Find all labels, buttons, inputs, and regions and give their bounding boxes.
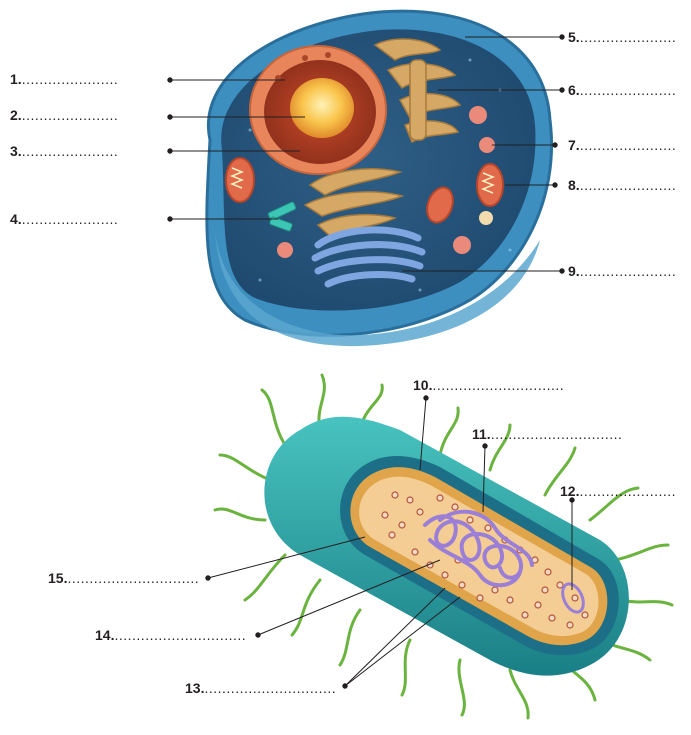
label-14-blank[interactable]: .............................. (114, 627, 246, 643)
label-12: 12....................... (560, 483, 676, 499)
mitochondrion (226, 158, 254, 202)
label-6-blank[interactable]: ...................... (580, 82, 677, 98)
label-13-number: 13. (185, 680, 204, 696)
label-15-blank[interactable]: .............................. (67, 570, 199, 586)
label-8: 8....................... (568, 177, 676, 193)
label-8-number: 8. (568, 177, 580, 193)
label-2: 2....................... (10, 107, 118, 123)
label-1-blank[interactable]: ...................... (22, 71, 119, 87)
label-1: 1....................... (10, 71, 118, 87)
vesicle (479, 211, 493, 225)
label-10: 10............................... (413, 377, 564, 393)
label-5-number: 5. (568, 29, 580, 45)
label-9-number: 9. (568, 263, 580, 279)
label-6: 6....................... (568, 82, 676, 98)
nucleolus (290, 78, 354, 138)
label-15-number: 15. (48, 570, 67, 586)
label-2-number: 2. (10, 107, 22, 123)
label-13: 13............................... (185, 680, 336, 696)
label-15: 15............................... (48, 570, 199, 586)
label-4: 4....................... (10, 211, 118, 227)
label-5-blank[interactable]: ...................... (580, 29, 677, 45)
lysosome (469, 106, 487, 124)
lysosome (277, 242, 293, 258)
label-7: 7....................... (568, 137, 676, 153)
label-6-number: 6. (568, 82, 580, 98)
nuclear-pore (302, 55, 308, 61)
label-9: 9....................... (568, 263, 676, 279)
label-11-blank[interactable]: .............................. (491, 426, 623, 442)
label-3: 3....................... (10, 143, 118, 159)
label-3-blank[interactable]: ...................... (22, 143, 119, 159)
label-8-blank[interactable]: ...................... (580, 177, 677, 193)
label-2-blank[interactable]: ...................... (22, 107, 119, 123)
label-5: 5....................... (568, 29, 676, 45)
label-14-number: 14. (95, 627, 114, 643)
lysosome (453, 236, 471, 254)
label-11: 11............................... (472, 426, 622, 442)
label-4-number: 4. (10, 211, 22, 227)
label-10-number: 10. (413, 377, 432, 393)
label-9-blank[interactable]: ...................... (580, 263, 677, 279)
label-10-blank[interactable]: .............................. (432, 377, 564, 393)
label-13-blank[interactable]: .............................. (204, 680, 336, 696)
label-1-number: 1. (10, 71, 22, 87)
animal-cell (207, 11, 552, 346)
label-11-number: 11. (472, 426, 491, 442)
label-14: 14............................... (95, 627, 246, 643)
label-4-blank[interactable]: ...................... (22, 211, 119, 227)
label-3-number: 3. (10, 143, 22, 159)
label-7-number: 7. (568, 137, 580, 153)
nuclear-pore (325, 52, 331, 58)
mitochondrion (477, 164, 503, 206)
label-12-number: 12. (560, 483, 579, 499)
label-7-blank[interactable]: ...................... (580, 137, 677, 153)
label-12-blank[interactable]: ...................... (579, 483, 676, 499)
